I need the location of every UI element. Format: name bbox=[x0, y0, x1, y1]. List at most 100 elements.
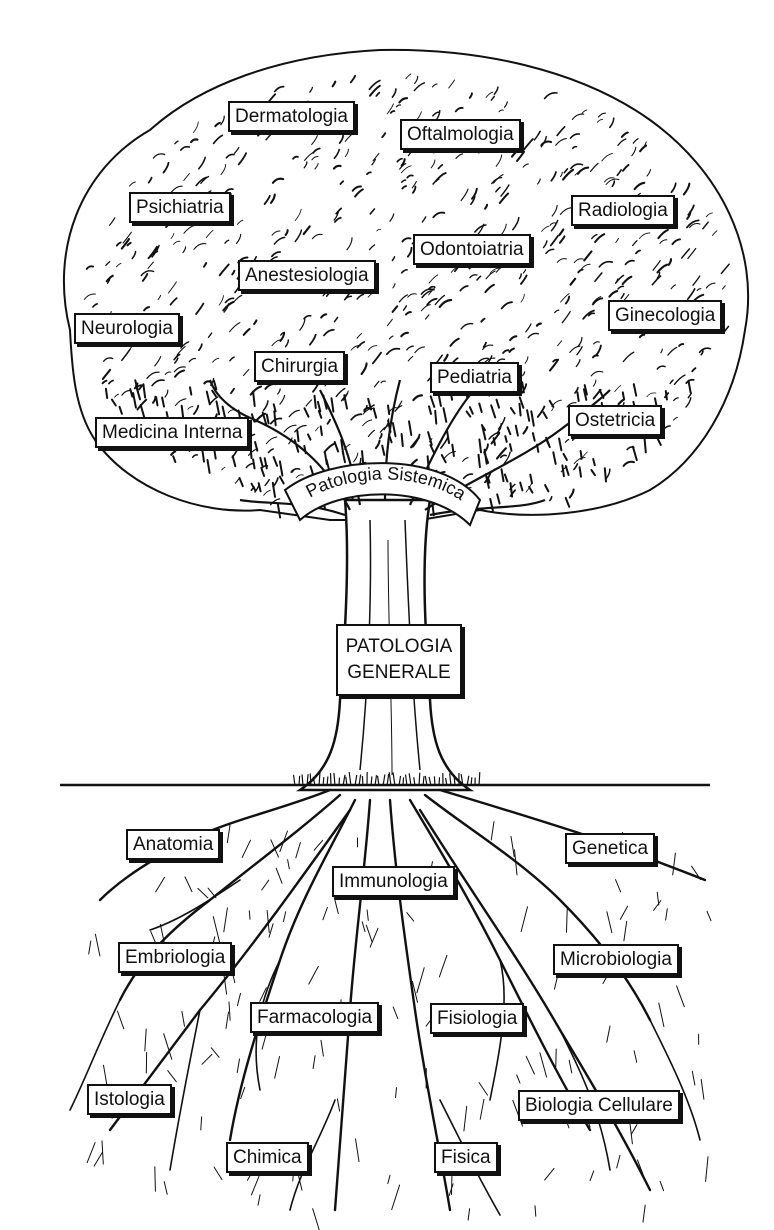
grass-blade bbox=[449, 773, 452, 787]
leaf-stroke bbox=[566, 402, 577, 408]
leaf-stroke bbox=[101, 368, 112, 380]
leaf-stroke bbox=[525, 323, 532, 333]
leaf-stroke bbox=[338, 134, 344, 144]
leaf-stroke bbox=[294, 424, 307, 433]
label-chirurgia: Chirurgia bbox=[254, 351, 346, 382]
leaf-stroke bbox=[362, 419, 373, 427]
shade-stroke bbox=[552, 451, 557, 465]
leaf-stroke bbox=[550, 171, 557, 182]
rootlet bbox=[391, 1184, 401, 1211]
shade-stroke bbox=[343, 394, 348, 410]
grass-blade bbox=[478, 772, 481, 787]
grass-blade bbox=[322, 777, 325, 787]
shade-stroke bbox=[530, 410, 535, 427]
leaf-stroke bbox=[490, 432, 501, 445]
leaf-stroke bbox=[344, 132, 354, 142]
rootlet bbox=[236, 992, 241, 1007]
leaf-stroke bbox=[92, 303, 98, 308]
leaf-stroke bbox=[622, 460, 635, 467]
shade-stroke bbox=[429, 395, 436, 408]
leaf-stroke bbox=[231, 269, 236, 276]
label-odontoiatria: Odontoiatria bbox=[413, 234, 531, 265]
shade-stroke bbox=[558, 437, 563, 452]
leaf-stroke bbox=[379, 425, 389, 433]
leaf-stroke bbox=[576, 346, 583, 356]
rootlet bbox=[248, 910, 251, 920]
shade-stroke bbox=[265, 413, 270, 425]
leaf-stroke bbox=[497, 416, 506, 430]
grass-blade bbox=[333, 772, 336, 787]
leaf-stroke bbox=[632, 138, 639, 144]
rootlet bbox=[210, 1047, 220, 1058]
rootlet bbox=[438, 954, 448, 978]
leaf-stroke bbox=[614, 278, 619, 284]
rootlet bbox=[633, 1050, 638, 1063]
rootlet bbox=[268, 923, 274, 938]
leaf-stroke bbox=[173, 353, 181, 361]
shade-stroke bbox=[252, 458, 256, 470]
shade-stroke bbox=[367, 397, 372, 411]
rootlet bbox=[642, 1204, 646, 1223]
leaf-stroke bbox=[368, 79, 381, 91]
rootlet bbox=[266, 910, 270, 933]
leaf-stroke bbox=[617, 138, 627, 147]
leaf-stroke bbox=[122, 231, 132, 244]
leaf-stroke bbox=[688, 223, 701, 229]
leaf-stroke bbox=[398, 294, 408, 303]
leaf-stroke bbox=[540, 140, 553, 147]
leaf-stroke bbox=[587, 312, 595, 317]
leaf-stroke bbox=[395, 104, 402, 108]
label-anestesiologia: Anestesiologia bbox=[238, 260, 376, 291]
leaf-stroke bbox=[420, 288, 435, 295]
leaf-stroke bbox=[376, 228, 382, 232]
shade-stroke bbox=[518, 396, 525, 409]
leaf-stroke bbox=[426, 297, 438, 306]
leaf-stroke bbox=[356, 293, 365, 300]
leaf-stroke bbox=[176, 346, 186, 356]
leaf-stroke bbox=[147, 261, 154, 270]
leaf-stroke bbox=[279, 332, 286, 342]
leaf-stroke bbox=[375, 91, 381, 97]
leaf-stroke bbox=[188, 357, 197, 363]
shade-stroke bbox=[576, 391, 580, 402]
leaf-stroke bbox=[173, 366, 186, 373]
grass-blade bbox=[404, 774, 408, 787]
leaf-stroke bbox=[195, 302, 205, 315]
label-psichiatria: Psichiatria bbox=[129, 192, 231, 223]
leaf-stroke bbox=[267, 448, 274, 454]
leaf-stroke bbox=[344, 148, 349, 158]
leaf-stroke bbox=[309, 333, 317, 346]
grass-blade bbox=[424, 775, 428, 787]
shade-stroke bbox=[687, 379, 692, 394]
rootlet bbox=[361, 921, 366, 932]
shade-stroke bbox=[656, 438, 662, 446]
root-line bbox=[649, 1019, 701, 1141]
leaf-stroke bbox=[221, 466, 226, 471]
leaf-stroke bbox=[594, 272, 603, 282]
leaf-stroke bbox=[367, 429, 375, 438]
leaf-stroke bbox=[218, 295, 224, 306]
leaf-stroke bbox=[624, 259, 635, 266]
leaf-stroke bbox=[349, 74, 357, 84]
leaf-stroke bbox=[371, 351, 382, 365]
leaf-stroke bbox=[402, 305, 408, 311]
rootlet bbox=[200, 1116, 203, 1131]
leaf-stroke bbox=[549, 234, 559, 247]
leaf-stroke bbox=[372, 152, 380, 162]
rootlet bbox=[606, 911, 613, 934]
shade-stroke bbox=[155, 396, 159, 407]
shade-stroke bbox=[582, 388, 588, 401]
shade-stroke bbox=[478, 438, 482, 454]
rootlet bbox=[623, 920, 628, 942]
leaf-stroke bbox=[339, 180, 345, 186]
shade-stroke bbox=[257, 482, 262, 493]
rootlet bbox=[700, 1079, 705, 1100]
label-ostetricia: Ostetricia bbox=[568, 405, 663, 436]
shade-stroke bbox=[529, 473, 533, 485]
shade-stroke bbox=[161, 396, 165, 408]
leaf-stroke bbox=[577, 336, 583, 347]
leaf-stroke bbox=[512, 216, 520, 231]
rootlet bbox=[144, 1028, 147, 1052]
leaf-stroke bbox=[141, 273, 149, 282]
grass-blade bbox=[318, 772, 321, 787]
